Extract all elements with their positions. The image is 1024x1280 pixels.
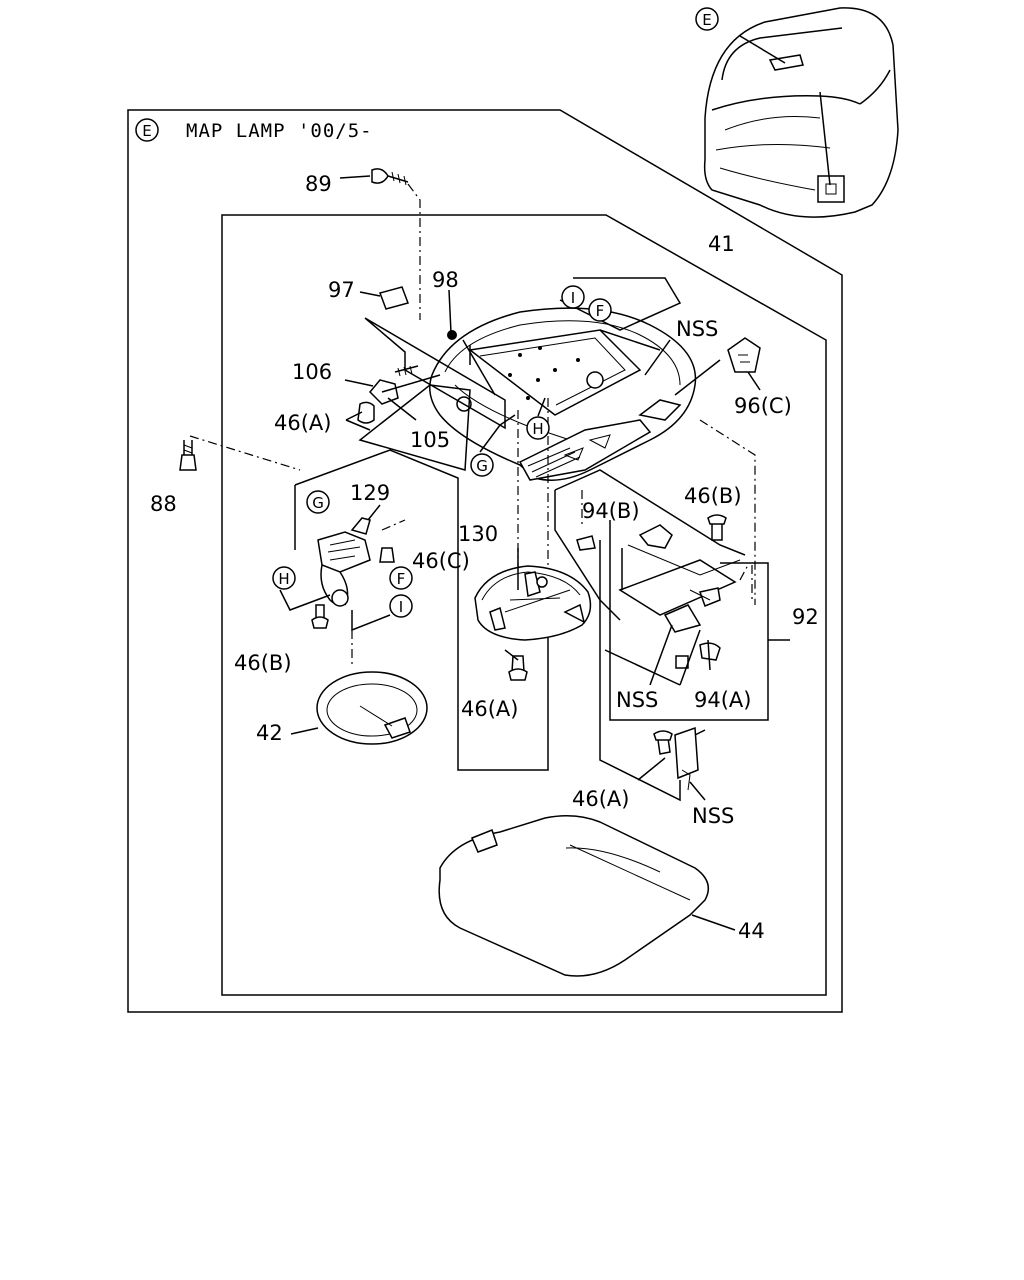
marker-H-top: H [532, 420, 543, 438]
part-labels: 89 97 98 41 106 NSS 96(C) 46(A) 105 88 1… [150, 172, 819, 943]
map-lamp-housing [429, 307, 697, 481]
label-96c: 96(C) [734, 394, 792, 418]
label-129: 129 [350, 481, 390, 505]
label-88: 88 [150, 492, 177, 516]
label-46a-top: 46(A) [274, 411, 331, 435]
label-105: 105 [410, 428, 450, 452]
bracket-92 [618, 524, 741, 633]
nss-clip-bottom [653, 726, 706, 791]
label-94b: 94(B) [582, 499, 640, 523]
assembly-41-frame [221, 214, 827, 996]
marker-G-left: G [312, 494, 324, 512]
marker-F-top: F [596, 302, 605, 320]
marker-F-left: F [397, 570, 406, 588]
screw-88 [179, 440, 197, 471]
label-46a-bottom: 46(A) [572, 787, 629, 811]
label-nss-bottom: NSS [692, 804, 734, 828]
marker-G-mid: G [476, 457, 488, 475]
label-98: 98 [432, 268, 459, 292]
label-106: 106 [292, 360, 332, 384]
diagram-title: E MAP LAMP '00/5- [135, 118, 373, 142]
label-92: 92 [792, 605, 819, 629]
socket-129 [317, 504, 381, 607]
title-text: MAP LAMP '00/5- [186, 120, 373, 142]
cab-view-marker: E [702, 11, 711, 29]
marker-I-top: I [571, 289, 575, 307]
cab-illustration: E [695, 7, 899, 218]
label-94a: 94(A) [694, 688, 751, 712]
title-marker: E [142, 122, 151, 140]
label-46b-right: 46(B) [684, 484, 742, 508]
lamp-bulb-42 [316, 671, 428, 745]
label-130: 130 [458, 522, 498, 546]
label-nss-mid: NSS [616, 688, 658, 712]
marker-I-left: I [399, 598, 403, 616]
label-97: 97 [328, 278, 355, 302]
label-44: 44 [738, 919, 765, 943]
lens-cover-44 [438, 815, 710, 977]
label-46a-mid: 46(A) [461, 697, 518, 721]
label-42: 42 [256, 721, 283, 745]
label-46b-left: 46(B) [234, 651, 292, 675]
label-41: 41 [708, 232, 735, 256]
screw-89 [339, 168, 421, 320]
label-nss-top: NSS [676, 317, 718, 341]
label-46c: 46(C) [412, 549, 470, 573]
marker-H-left: H [278, 570, 289, 588]
reflector-130 [474, 565, 592, 641]
label-89: 89 [305, 172, 332, 196]
ref-markers: I F H G G H F I [272, 285, 612, 618]
outer-frame [127, 109, 843, 1013]
